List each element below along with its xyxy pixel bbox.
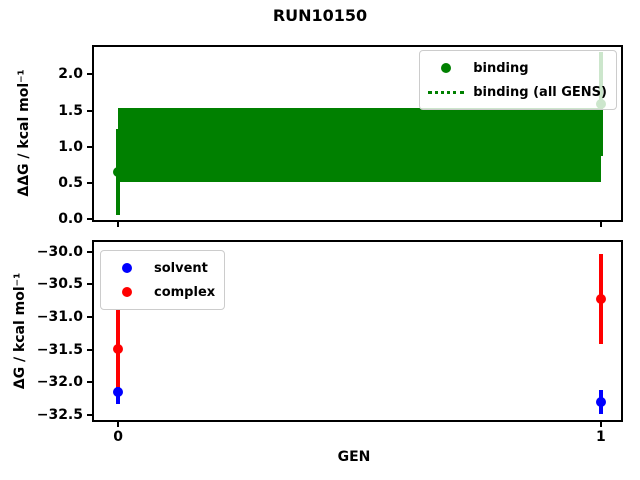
legend-label-binding-all-gens: binding (all GENS) <box>473 84 607 100</box>
figure-title: RUN10150 <box>272 6 368 25</box>
y-tick <box>87 348 92 351</box>
y-tick-label: −30.5 <box>36 276 83 293</box>
legend-label-solvent: solvent <box>154 260 208 276</box>
y-tick <box>87 413 92 416</box>
complex-marker-icon <box>122 287 132 297</box>
y-tick <box>87 181 92 184</box>
band-binding-all-gens <box>118 107 601 183</box>
y-tick-label: 2.0 <box>58 66 83 83</box>
legend-entry-binding-all-gens: binding (all GENS) <box>427 80 607 104</box>
x-tick <box>117 222 120 227</box>
y-tick-label: −32.5 <box>36 406 83 423</box>
y-tick <box>87 145 92 148</box>
legend-label-complex: complex <box>154 284 216 300</box>
solvent-marker-icon <box>122 263 132 273</box>
x-tick-label: 1 <box>595 429 606 445</box>
dotted-line-icon <box>428 90 465 94</box>
x-tick <box>599 222 602 227</box>
binding-marker-icon <box>441 63 452 73</box>
x-axis-label: GEN <box>337 449 371 465</box>
binding-legend: binding binding (all GENS) <box>419 50 617 110</box>
y-tick <box>87 250 92 253</box>
x-tick <box>117 422 120 427</box>
y-tick-label: −31.5 <box>36 341 83 358</box>
y-tick-label: −31.0 <box>36 309 83 326</box>
y-tick <box>87 283 92 286</box>
solvent-complex-y-axis-label: ΔG / kcal mol⁻¹ <box>12 272 28 390</box>
legend-entry-solvent: solvent <box>108 256 215 280</box>
y-tick-label: 0.0 <box>58 210 83 227</box>
x-tick <box>599 422 602 427</box>
complex-point <box>595 293 606 304</box>
y-tick <box>87 316 92 319</box>
solvent-complex-axes: solvent complex −30.0 −30.5 −31.0 −31.5 −32.… <box>37 240 623 445</box>
y-tick <box>87 109 92 112</box>
y-tick-label: −32.0 <box>36 374 83 391</box>
legend-entry-complex: complex <box>108 280 215 304</box>
y-tick <box>87 217 92 220</box>
complex-point <box>113 343 124 354</box>
binding-axes: binding binding (all GENS) 0.0 0.5 1.0 1.5 2… <box>58 45 623 227</box>
binding-point <box>113 166 124 177</box>
solvent-point <box>595 396 606 407</box>
y-tick-label: −30.0 <box>36 243 83 260</box>
y-tick <box>87 73 92 76</box>
y-tick <box>87 381 92 384</box>
legend-entry-binding: binding <box>427 56 607 80</box>
y-tick-label: 1.5 <box>58 102 83 119</box>
solvent-point <box>113 387 124 398</box>
solvent-complex-legend: solvent complex <box>100 250 226 310</box>
y-tick-label: 1.0 <box>58 138 83 155</box>
y-tick-label: 0.5 <box>58 174 83 191</box>
x-tick-label: 0 <box>113 429 123 445</box>
legend-label-binding: binding <box>473 60 529 76</box>
